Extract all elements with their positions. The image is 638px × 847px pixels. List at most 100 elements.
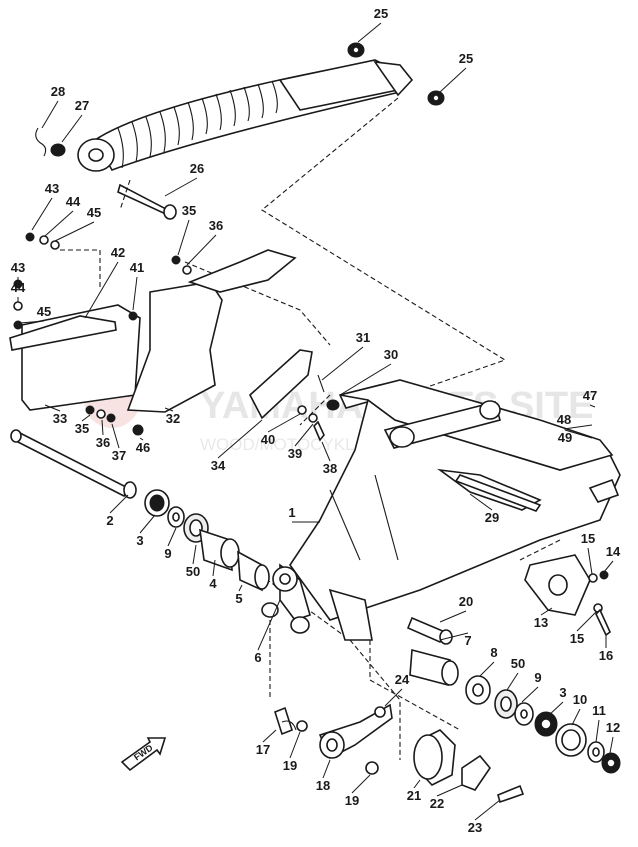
callout-50: 50	[511, 656, 525, 671]
leader-line-32	[164, 407, 174, 412]
leader-line-44	[44, 210, 74, 237]
bolt-26	[117, 183, 172, 218]
leader-line-29	[469, 493, 493, 511]
leader-line-50	[192, 544, 197, 565]
callout-12: 12	[606, 720, 620, 735]
leader-line-21	[413, 779, 421, 789]
callout-36: 36	[96, 435, 110, 450]
callout-4: 4	[209, 576, 217, 591]
callout-9: 9	[164, 546, 171, 561]
callout-45: 45	[37, 304, 51, 319]
callout-9: 9	[534, 670, 541, 685]
assembly-lines	[60, 97, 561, 760]
small-hardware	[13, 232, 340, 442]
leader-line-39	[294, 423, 314, 447]
callout-39: 39	[288, 446, 302, 461]
axle-29	[454, 474, 542, 512]
callout-43: 43	[45, 181, 59, 196]
leader-line-22	[436, 784, 463, 797]
callout-15: 15	[570, 631, 584, 646]
callout-40: 40	[261, 432, 275, 447]
callout-28: 28	[51, 84, 65, 99]
callout-21: 21	[407, 788, 421, 803]
leader-line-34	[217, 419, 263, 459]
callout-34: 34	[211, 458, 226, 473]
callout-29: 29	[485, 510, 499, 525]
leader-line-45	[54, 221, 95, 242]
leader-line-30	[339, 363, 392, 396]
callout-38: 38	[323, 461, 337, 476]
bracket-34	[249, 349, 313, 420]
callout-44: 44	[66, 194, 81, 209]
leader-line-35	[81, 414, 91, 422]
leader-line-4	[212, 559, 216, 577]
callout-33: 33	[53, 411, 67, 426]
callout-43: 43	[11, 260, 25, 275]
callout-45: 45	[87, 205, 101, 220]
callout-16: 16	[599, 648, 613, 663]
leader-line-49	[564, 429, 593, 439]
callout-31: 31	[356, 330, 370, 345]
leader-line-19	[351, 774, 371, 794]
leader-line-46	[139, 437, 144, 441]
leader-line-3	[547, 701, 564, 717]
leader-line-23	[474, 799, 501, 821]
leader-line-15	[587, 547, 593, 575]
callout-35: 35	[182, 203, 196, 218]
callout-3: 3	[136, 533, 143, 548]
callout-50: 50	[186, 564, 200, 579]
callout-22: 22	[430, 796, 444, 811]
leader-line-11	[595, 719, 600, 743]
callout-19: 19	[345, 793, 359, 808]
callout-2: 2	[106, 513, 113, 528]
leader-line-25	[439, 67, 467, 93]
cotter-pin-28	[35, 127, 47, 157]
leader-line-10	[571, 708, 581, 726]
leader-line-12	[609, 736, 614, 754]
callout-47: 47	[583, 388, 597, 403]
leader-line-43	[31, 197, 53, 231]
callout-3: 3	[559, 685, 566, 700]
callout-10: 10	[573, 692, 587, 707]
leader-line-36	[101, 419, 104, 436]
callout-7: 7	[464, 633, 471, 648]
cover-upper	[187, 249, 297, 293]
callout-37: 37	[112, 448, 126, 463]
leader-line-9	[521, 686, 539, 703]
leader-line-17	[262, 729, 277, 743]
leader-line-35	[177, 219, 190, 256]
callout-44: 44	[11, 280, 26, 295]
leader-line-38	[321, 441, 331, 462]
callout-1: 1	[288, 505, 295, 520]
pivot-shaft-2	[12, 430, 130, 498]
callout-48: 48	[557, 412, 571, 427]
callout-24: 24	[395, 672, 410, 687]
leader-line-6	[257, 599, 281, 651]
leader-line-24	[384, 688, 403, 707]
callout-20: 20	[459, 594, 473, 609]
callout-26: 26	[190, 161, 204, 176]
callout-13: 13	[534, 615, 548, 630]
callout-42: 42	[111, 245, 125, 260]
lower-links	[274, 703, 525, 804]
callout-49: 49	[558, 430, 572, 445]
leader-line-14	[603, 560, 614, 573]
leader-line-25	[357, 22, 382, 43]
leader-line-37	[111, 423, 120, 449]
callout-30: 30	[384, 347, 398, 362]
leader-line-28	[41, 100, 59, 129]
leader-line-9	[167, 527, 177, 547]
leader-line-41	[132, 276, 138, 311]
callout-25: 25	[374, 6, 388, 21]
washer-27	[50, 143, 66, 157]
callout-35: 35	[75, 421, 89, 436]
callout-41: 41	[130, 260, 144, 275]
callout-15: 15	[581, 531, 595, 546]
callout-numbers: 1233456789910111213141515161718191920212…	[11, 6, 621, 835]
leader-line-36	[186, 234, 217, 266]
callout-23: 23	[468, 820, 482, 835]
guard-plate-42	[9, 315, 117, 351]
callout-36: 36	[209, 218, 223, 233]
leader-line-40	[267, 413, 301, 433]
